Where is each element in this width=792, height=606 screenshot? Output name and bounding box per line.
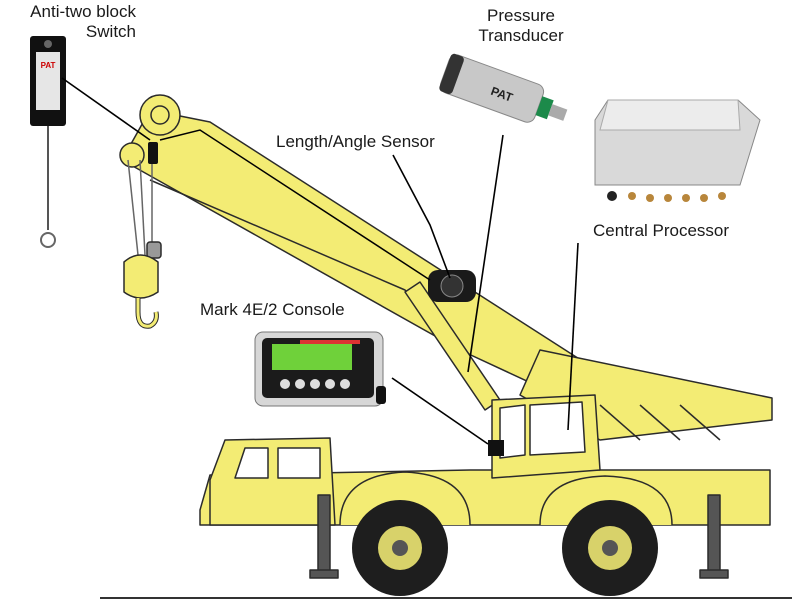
outrigger-rear xyxy=(707,494,721,576)
console-device xyxy=(254,331,386,407)
leader-length-angle xyxy=(392,154,451,279)
label-pressure-transducer: Pressure Transducer xyxy=(466,6,576,46)
sensor-cable xyxy=(159,129,431,281)
hoist-rope xyxy=(127,159,139,256)
length-angle-sensor xyxy=(428,270,476,302)
hook-block xyxy=(123,254,159,299)
front-cab-window xyxy=(234,447,269,479)
label-central-processor: Central Processor xyxy=(593,221,730,240)
pressure-transducer-device: PAT xyxy=(439,53,568,123)
label-anti-two-block: Anti-two block Switch xyxy=(6,2,136,42)
a2b-switch-on-boom xyxy=(148,142,158,164)
cab-console xyxy=(488,440,504,456)
label-length-angle-sensor: Length/Angle Sensor xyxy=(276,132,435,151)
label-anti-two-block-line2: Switch xyxy=(85,22,136,41)
label-console: Mark 4E/2 Console xyxy=(200,300,345,319)
label-pressure-line2: Transducer xyxy=(478,26,564,45)
a2b-device-logo: PAT xyxy=(41,61,56,70)
leader-pressure xyxy=(467,134,504,373)
wheels xyxy=(352,500,658,596)
a2b-weight xyxy=(146,241,162,259)
label-anti-two-block-line1: Anti-two block xyxy=(30,2,136,21)
central-processor-device xyxy=(594,99,761,202)
leader-console xyxy=(391,377,489,445)
outrigger-front xyxy=(317,494,331,576)
leader-anti-two-block xyxy=(61,77,151,141)
anti-two-block-device: PAT xyxy=(30,36,66,248)
leader-lines xyxy=(61,77,579,445)
label-pressure-line1: Pressure xyxy=(486,6,556,25)
leader-central-processor xyxy=(567,242,579,431)
